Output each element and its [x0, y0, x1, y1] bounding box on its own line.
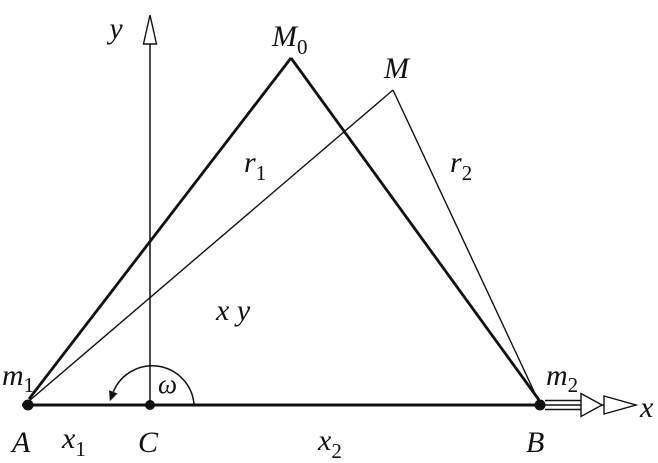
label-r1-sub: 1 [256, 161, 267, 185]
label-r2-main: r [450, 146, 462, 179]
label-x1: x1 [61, 422, 86, 461]
label-xy-plane: x y [215, 294, 251, 327]
label-r1-main: r [244, 146, 256, 179]
segment-M0-B [289, 57, 541, 401]
point-C-dot [145, 400, 155, 410]
label-x2-main: x [317, 424, 332, 457]
segment-A-M [28, 89, 394, 402]
label-M0-sub: 0 [297, 35, 308, 59]
label-r1: r1 [244, 146, 266, 185]
omega-arc-arrowhead-icon [109, 390, 118, 402]
label-omega: ω [158, 369, 177, 399]
label-M: M [383, 52, 411, 85]
label-m1-main: m [2, 359, 24, 392]
label-m2: m2 [546, 359, 578, 397]
x-axis-arrowhead-icon [603, 395, 639, 415]
label-m2-main: m [546, 359, 568, 392]
label-point-B: B [526, 426, 544, 459]
segment-A-M0 [27, 57, 293, 400]
label-m1: m1 [2, 359, 34, 397]
double-arrow-head-icon [580, 392, 604, 418]
label-point-A: A [10, 426, 31, 459]
label-x2: x2 [317, 424, 342, 463]
label-r2-sub: 2 [462, 161, 473, 185]
label-y-axis: y [106, 12, 123, 45]
label-x1-main: x [61, 422, 76, 455]
point-A-dot [22, 399, 34, 411]
label-point-C: C [138, 426, 159, 459]
point-B-dot [534, 399, 546, 411]
label-r2: r2 [450, 146, 472, 185]
label-M0: M0 [271, 20, 308, 59]
y-axis-arrowhead-icon [142, 14, 158, 45]
label-m1-sub: 1 [24, 373, 35, 397]
label-m2-sub: 2 [568, 373, 579, 397]
omega-arc [112, 365, 195, 405]
label-x1-sub: 1 [75, 437, 86, 461]
segment-M-B [392, 89, 540, 403]
label-x-axis: x [639, 391, 654, 424]
label-M0-main: M [271, 20, 299, 53]
label-x2-sub: 2 [331, 439, 342, 463]
